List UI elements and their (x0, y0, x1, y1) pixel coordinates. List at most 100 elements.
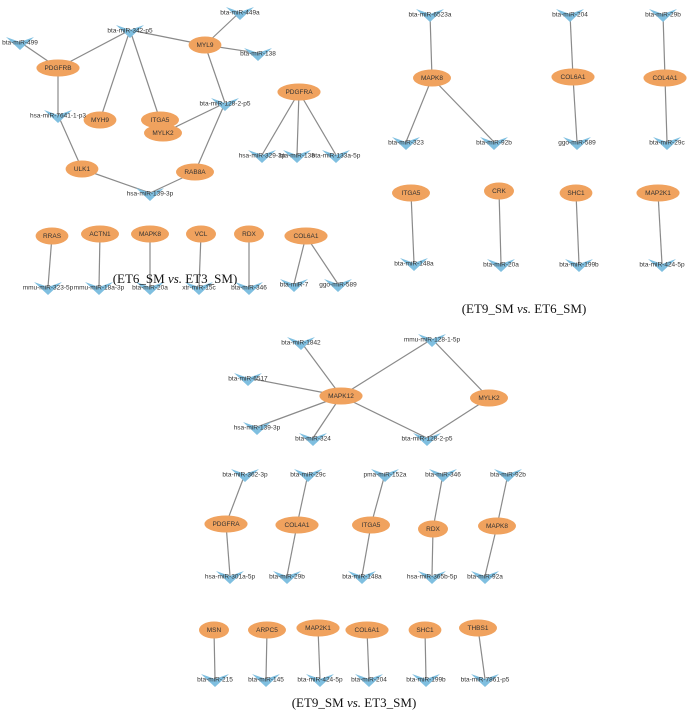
edge-rras-m3235 (47, 235, 53, 288)
edge-m342-myh9 (99, 29, 131, 121)
mirna-node-bta-mir-92b: bta-miR-92b (490, 469, 526, 482)
gene-label: COL6A1 (561, 74, 586, 81)
gene-ellipse (352, 516, 390, 534)
mirna-chevron (412, 674, 440, 687)
gene-label: MAPK12 (328, 393, 354, 400)
gene-node-ulk1: ULK1 (65, 160, 99, 178)
gene-node-mylk2: MYLK2 (144, 124, 182, 142)
mirna-node-mmu-mir-323-5p: mmu-miR-323-5p (23, 282, 74, 295)
mirna-node-hsa-mir-139-3p: hsa-miR-139-3p (234, 422, 281, 435)
mirna-chevron (226, 7, 254, 20)
edge-m29c-col4a1 (296, 473, 309, 526)
mirna-label: bta-miR-133a-5p (312, 153, 361, 160)
gene-node-col6a1: COL6A1 (345, 621, 389, 639)
gene-ellipse (392, 184, 430, 202)
gene-node-map2k1: MAP2K1 (296, 619, 340, 637)
mirna-label: bta-miR-499 (2, 40, 38, 47)
mirna-label: bta-miR-346 (231, 285, 267, 292)
mirna-node-bta-mir-148a: bta-miR-148a (394, 258, 434, 271)
mirna-label: hsa-miR-329-3p (239, 153, 286, 160)
edge-layer (19, 11, 339, 288)
gene-ellipse (131, 225, 169, 243)
mirna-chevron (136, 188, 164, 201)
gene-label: PDGFRA (285, 89, 313, 96)
gene-ellipse (234, 225, 264, 243)
mirna-node-hsa-mir-7641-1-p3: hsa-miR-7641-1-p3 (30, 110, 86, 123)
mirna-label: bta-miR-199b (559, 262, 599, 269)
gene-node-rdx: RDX (418, 520, 448, 538)
edge-itga5-m148a (361, 524, 372, 577)
mirna-chevron (429, 469, 457, 482)
mirna-node-bta-mir-29c: bta-miR-29c (649, 137, 685, 150)
mirna-label: hsa-miR-301a-5p (205, 574, 256, 581)
mirna-node-pma-mir-152a: pma-miR-152a (364, 469, 407, 482)
mirna-node-bta-mir-20a: bta-miR-20a (132, 282, 168, 295)
mirna-label: xtr-miR-15c (182, 285, 216, 292)
mirna-chevron (136, 282, 164, 295)
gene-node-mylk2: MYLK2 (470, 389, 508, 407)
mirna-chevron (392, 137, 420, 150)
edge-mapk8-m92b (431, 77, 495, 143)
gene-label: ACTN1 (89, 231, 111, 238)
mirna-label: bta-miR-199b (406, 677, 446, 684)
edge-m204-col6a1 (569, 13, 574, 78)
mirna-chevron (185, 282, 213, 295)
gene-node-myh9: MYH9 (83, 111, 117, 129)
mirna-chevron (565, 259, 593, 272)
mirna-chevron (244, 48, 272, 61)
mirna-label: mmu-miR-323-5p (23, 285, 74, 292)
gene-label: THBS1 (468, 625, 489, 632)
mirna-chevron (471, 674, 499, 687)
mirna-chevron (355, 674, 383, 687)
edge-layer (405, 13, 668, 265)
edge-m92b-mapk8 (496, 473, 509, 527)
mirna-label: bta-miR-215 (197, 677, 233, 684)
mirna-chevron (471, 571, 499, 584)
mirna-label: mmu-miR-18a-3p (74, 285, 125, 292)
mirna-node-bta-mir-7861-p5: bta-miR-7861-p5 (461, 674, 510, 687)
mirna-label: ggo-miR-589 (319, 282, 357, 289)
gene-ellipse (478, 517, 516, 535)
mirna-label: bta-miR-424-5p (297, 677, 343, 684)
gene-ellipse (275, 516, 319, 534)
mirna-label: bta-miR-92b (490, 472, 526, 479)
mirna-chevron (85, 282, 113, 295)
gene-ellipse (559, 184, 593, 202)
gene-node-arpc5: ARPC5 (248, 621, 286, 639)
edge-itga5-m148a (410, 192, 415, 264)
mirna-chevron (211, 98, 239, 111)
mirna-label: bta-miR-29c (290, 472, 326, 479)
gene-label: ITGA5 (362, 522, 381, 529)
gene-node-itga5: ITGA5 (392, 184, 430, 202)
gene-node-vcl: VCL (186, 225, 216, 243)
mirna-chevron (400, 258, 428, 271)
mirna-label: bta-miR-449a (220, 10, 260, 17)
gene-node-itga5: ITGA5 (141, 111, 179, 129)
gene-ellipse (35, 227, 69, 245)
mirna-chevron (418, 334, 446, 347)
gene-ellipse (459, 619, 497, 637)
gene-ellipse (284, 227, 328, 245)
mirna-node-bta-mir-92a: bta-miR-92a (467, 571, 503, 584)
gene-label: ITGA5 (402, 190, 421, 197)
gene-ellipse (345, 621, 389, 639)
mirna-chevron (299, 433, 327, 446)
gene-ellipse (186, 225, 216, 243)
mirna-chevron (235, 282, 263, 295)
mirna-chevron (416, 9, 444, 22)
gene-label: RRAS (43, 233, 62, 240)
mirna-label: bta-miR-1842 (281, 340, 321, 347)
mirna-node-xtr-mir-15c: xtr-miR-15c (182, 282, 217, 295)
mirna-chevron (494, 469, 522, 482)
gene-ellipse (36, 59, 80, 77)
gene-ellipse (408, 621, 442, 639)
gene-node-rras: RRAS (35, 227, 69, 245)
mirna-node-ggo-mir-589: ggo-miR-589 (558, 137, 596, 150)
mirna-label: bta-miR-6523a (409, 12, 452, 19)
mirna-chevron (287, 337, 315, 350)
mirna-node-bta-mir-215: bta-miR-215 (197, 674, 233, 687)
mirna-chevron (480, 137, 508, 150)
